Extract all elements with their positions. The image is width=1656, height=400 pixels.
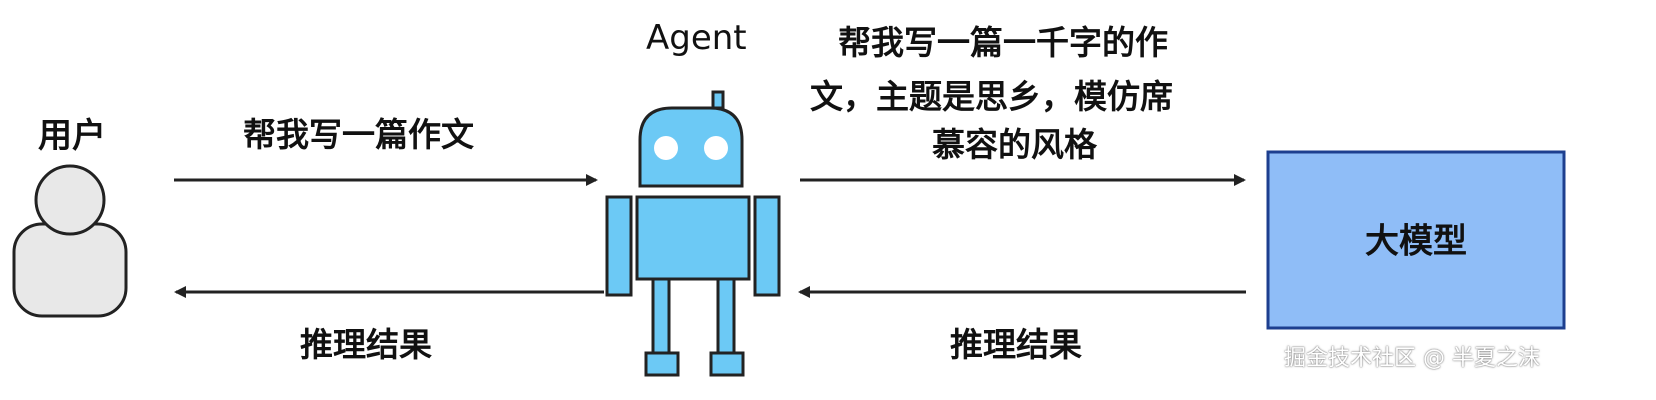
request-line-2: 文，主题是思乡，模仿席 [810,77,1173,116]
robot-foot-left [644,351,680,377]
watermark: 掘金技术社区 @ 半夏之沫 [1284,346,1540,371]
robot-arm-left [605,195,633,297]
robot-eye-right [704,136,728,160]
user-icon [12,164,128,318]
robot-head [638,106,744,188]
model-label: 大模型 [1365,222,1467,262]
robot-arm-right [753,195,781,297]
robot-eye-left [654,136,678,160]
agent-to-user-label: 推理结果 [300,325,432,364]
user-label: 用户 [38,116,106,156]
user-to-agent-label: 帮我写一篇作文 [243,115,474,154]
request-line-1: 帮我写一篇一千字的作 [838,23,1168,62]
robot-torso [635,195,751,281]
robot-antenna [711,90,725,110]
model-box [1266,150,1566,330]
user-head [34,164,106,236]
request-line-3: 慕容的风格 [932,125,1097,164]
agent-label: Agent [646,18,747,58]
robot-foot-right [709,351,745,377]
robot-icon [605,90,781,377]
robot-leg-left [651,277,671,355]
model-to-agent-label: 推理结果 [950,325,1082,364]
user-body [12,222,128,318]
robot-leg-right [716,277,736,355]
